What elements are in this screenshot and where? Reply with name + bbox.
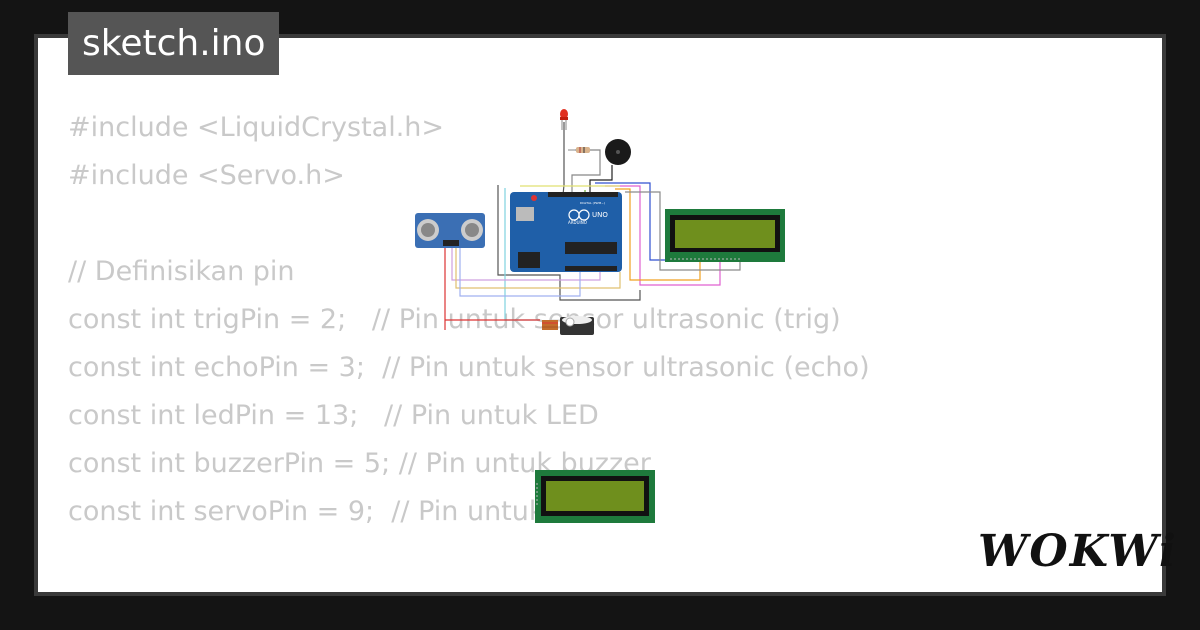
board-brand-label: ARDUINO [568, 220, 587, 225]
code-line-6: const int echoPin = 3; // Pin untuk sens… [68, 352, 870, 383]
code-line-2: #include <Servo.h> [68, 160, 345, 191]
code-line-9: const int servoPin = 9; // Pin untuk ser… [68, 496, 628, 527]
lcd-display-secondary[interactable] [535, 470, 655, 523]
buzzer-component[interactable] [605, 139, 631, 165]
code-editor[interactable]: #include <LiquidCrystal.h> #include <Serv… [68, 104, 870, 592]
code-line-7: const int ledPin = 13; // Pin untuk LED [68, 400, 599, 431]
file-tab[interactable]: sketch.ino [68, 12, 280, 75]
lcd-display-main[interactable] [665, 209, 785, 262]
servo-motor[interactable] [542, 316, 594, 335]
ultrasonic-sensor[interactable] [415, 213, 485, 248]
led-component[interactable] [560, 109, 568, 130]
board-model-label: UNO [592, 211, 608, 219]
resistor-component[interactable] [568, 147, 596, 153]
code-line-8: const int buzzerPin = 5; // Pin untuk bu… [68, 448, 651, 479]
code-line-1: #include <LiquidCrystal.h> [68, 112, 445, 143]
arduino-uno-board[interactable]: UNO ARDUINO DIGITAL (PWM~) [510, 192, 622, 272]
code-line-4: // Definisikan pin [68, 256, 295, 287]
board-header-label: DIGITAL (PWM~) [580, 201, 605, 205]
wokwi-logo: WOKWi [978, 526, 1178, 577]
